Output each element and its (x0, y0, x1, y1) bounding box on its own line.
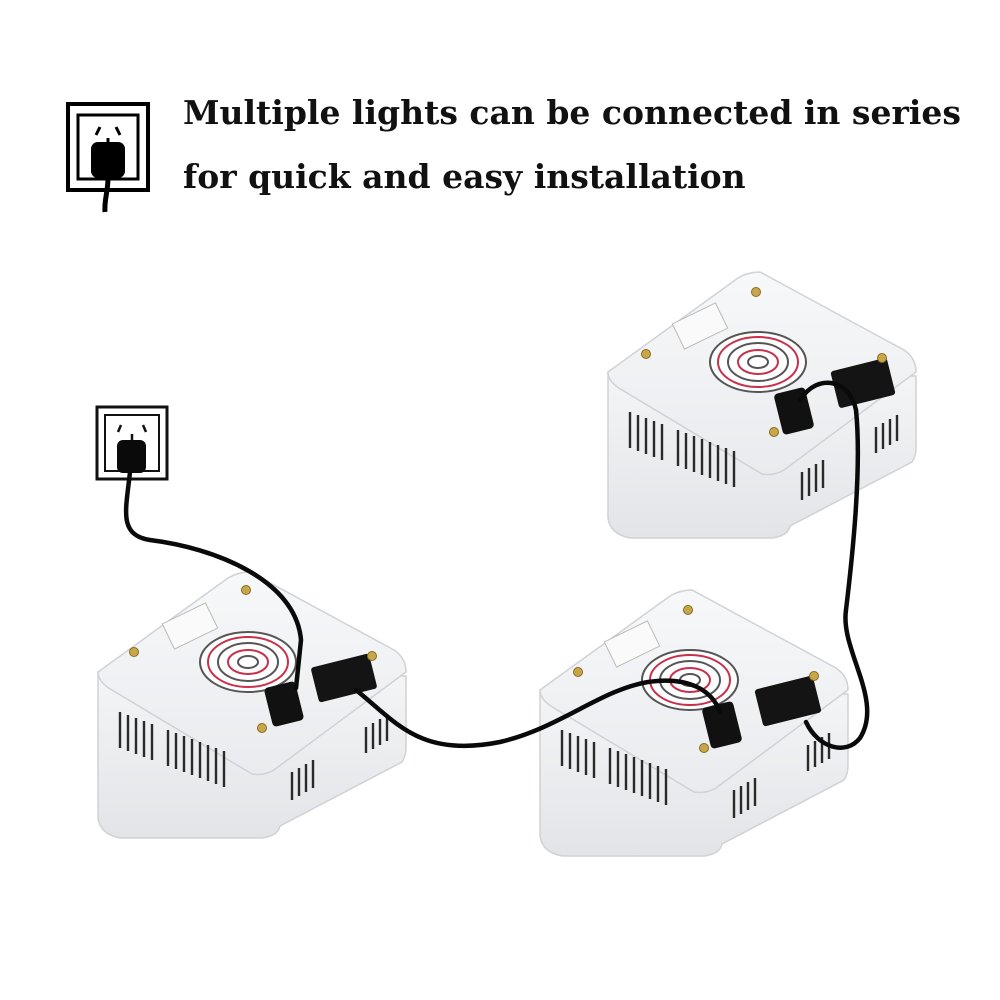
power-cable (123, 469, 304, 691)
wall-socket-plug-icon (66, 102, 150, 213)
cooling-fan-icon (709, 331, 807, 393)
power-outlet-icon (311, 653, 377, 703)
lamp-2 (539, 589, 849, 857)
power-cable (797, 380, 870, 750)
power-plug-icon (264, 681, 304, 727)
lamp-3 (607, 271, 917, 539)
power-plug-icon (117, 440, 146, 473)
vent-slots (560, 730, 831, 818)
power-plug-icon (774, 387, 814, 435)
vent-slots (118, 712, 389, 800)
headline-line-1: Multiple lights can be connected in seri… (183, 93, 961, 132)
power-outlet-icon (754, 675, 822, 727)
mounting-screw (129, 585, 377, 733)
cooling-fan-icon (199, 631, 297, 693)
power-outlet-icon (830, 358, 896, 408)
vent-slots (628, 412, 899, 500)
lamp-1 (97, 571, 407, 839)
power-plug-icon (702, 701, 742, 749)
headline-line-2: for quick and easy installation (183, 157, 746, 196)
spec-label (603, 620, 661, 668)
spec-label (671, 302, 729, 350)
spec-label (161, 602, 219, 650)
mounting-screw (573, 605, 819, 753)
mounting-screw (641, 287, 887, 437)
power-cable (353, 678, 723, 749)
